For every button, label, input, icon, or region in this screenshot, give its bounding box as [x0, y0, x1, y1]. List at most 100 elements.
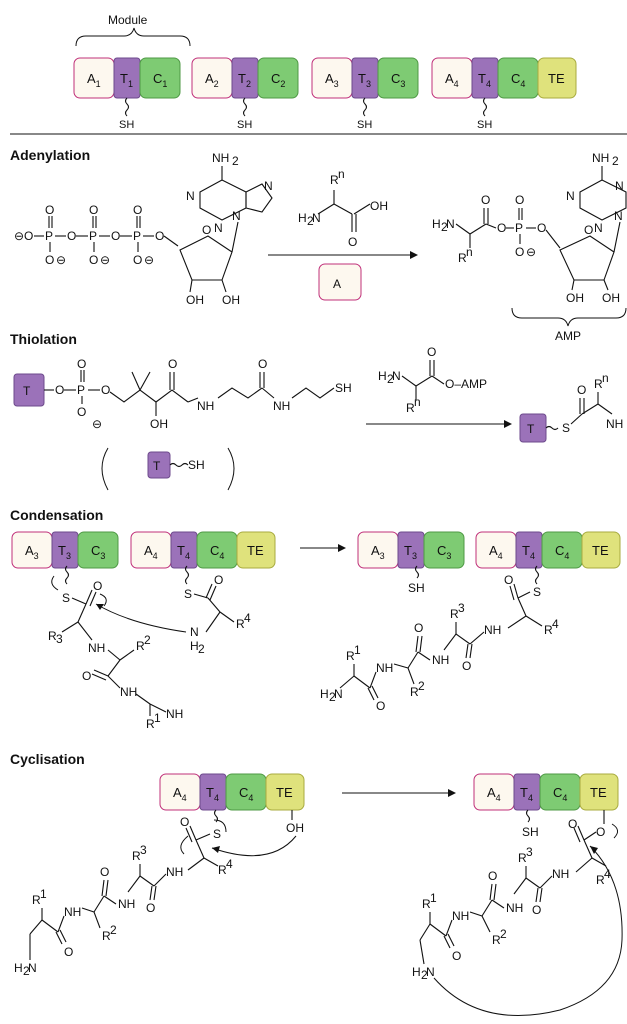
svg-text:3: 3 [56, 632, 63, 646]
svg-text:N: N [190, 625, 199, 639]
svg-text:4: 4 [226, 857, 233, 871]
svg-text:SH: SH [522, 825, 539, 839]
domain-label: TE [247, 543, 264, 558]
svg-text:1: 1 [40, 887, 47, 901]
svg-text:NH: NH [484, 623, 501, 637]
svg-text:P: P [89, 229, 97, 243]
svg-text:O: O [101, 383, 110, 397]
heading-thiolation: Thiolation [10, 331, 77, 347]
svg-text:⊖: ⊖ [526, 245, 536, 259]
atp-structure: ⊖ O P O O ⊖ O P O O ⊖ O P O O ⊖ O O OH [14, 151, 273, 307]
svg-text:O: O [577, 383, 586, 397]
svg-text:4: 4 [244, 611, 251, 625]
svg-text:R: R [450, 607, 459, 621]
svg-text:4: 4 [604, 867, 611, 881]
domain-c3: C3 [423, 531, 465, 569]
domain-te: TE [581, 531, 621, 569]
svg-text:O: O [462, 659, 471, 673]
svg-text:O: O [82, 669, 91, 683]
svg-text:⊖: ⊖ [92, 417, 102, 431]
heading-cyclisation: Cyclisation [10, 751, 85, 767]
domain-a4: A4 [473, 773, 515, 811]
svg-text:N: N [614, 209, 623, 223]
svg-text:n: n [414, 395, 421, 409]
svg-text:O: O [77, 357, 86, 371]
svg-text:O: O [67, 229, 76, 243]
svg-text:R: R [48, 629, 57, 643]
svg-text:H: H [14, 961, 23, 975]
domain-t3: T3 [51, 531, 79, 569]
svg-text:2: 2 [110, 923, 117, 937]
svg-text:S: S [213, 827, 221, 841]
svg-text:O: O [515, 193, 524, 207]
svg-text:⊖: ⊖ [56, 253, 66, 267]
svg-text:R: R [146, 717, 155, 731]
domain-a1: A1 [73, 57, 115, 99]
svg-text:NH: NH [120, 685, 137, 699]
svg-text:O: O [427, 345, 436, 359]
svg-text:n: n [338, 167, 345, 181]
svg-text:n: n [466, 245, 473, 259]
svg-text:O: O [497, 221, 506, 235]
domain-te: TE [579, 773, 619, 811]
svg-text:H: H [320, 687, 329, 701]
svg-text:P: P [77, 383, 85, 397]
domain-c2: C2 [257, 57, 299, 99]
svg-text:O: O [168, 357, 177, 371]
svg-text:N: N [615, 179, 624, 193]
svg-text:O: O [568, 817, 577, 831]
svg-text:O: O [504, 573, 513, 587]
svg-text:N: N [312, 211, 321, 225]
svg-text:NH: NH [166, 707, 183, 721]
svg-text:OH: OH [222, 293, 240, 307]
svg-text:2: 2 [144, 633, 151, 647]
svg-text:O: O [55, 383, 64, 397]
svg-text:N: N [392, 369, 401, 383]
svg-text:NH: NH [118, 897, 135, 911]
domain-c4: C4 [225, 773, 267, 811]
svg-text:N: N [566, 189, 575, 203]
svg-text:O: O [133, 203, 142, 217]
svg-text:O: O [93, 579, 102, 593]
svg-text:R: R [32, 893, 41, 907]
svg-text:H: H [190, 639, 199, 653]
domain-a4: A4 [159, 773, 201, 811]
svg-text:O: O [202, 223, 211, 237]
heading-condensation: Condensation [10, 507, 103, 523]
svg-text:O: O [481, 193, 490, 207]
svg-text:O: O [45, 203, 54, 217]
domain-label: TE [592, 543, 609, 558]
svg-text:O: O [155, 229, 164, 243]
svg-text:N: N [446, 217, 455, 231]
domain-c3: C3 [77, 531, 119, 569]
svg-text:O: O [584, 223, 593, 237]
thiolation-product: T S O R n NH [519, 371, 623, 443]
svg-text:NH: NH [592, 151, 609, 165]
thiol-label: SH [237, 119, 252, 131]
svg-text:S: S [562, 421, 570, 435]
domain-t3: T3 [397, 531, 425, 569]
svg-text:H: H [412, 965, 421, 979]
svg-text:R: R [492, 933, 501, 947]
svg-text:R: R [102, 929, 111, 943]
svg-text:S: S [184, 587, 192, 601]
svg-text:2: 2 [198, 642, 205, 656]
cyclisation-intermediate: SH O O R 4 NH O R 3 NH O R 2 NH O R [412, 809, 623, 1016]
svg-text:R: R [236, 617, 245, 631]
svg-text:O: O [214, 573, 223, 587]
thiol-label: SH [119, 119, 134, 131]
svg-text:O: O [180, 815, 189, 829]
condensation-substrates: S O R 3 NH R 2 O NH R 1 NH S O R 4 [48, 565, 251, 731]
domain-label: TE [548, 71, 565, 86]
svg-text:2: 2 [23, 964, 30, 978]
svg-text:R: R [422, 897, 431, 911]
svg-text:R: R [132, 849, 141, 863]
svg-text:O: O [515, 245, 524, 259]
